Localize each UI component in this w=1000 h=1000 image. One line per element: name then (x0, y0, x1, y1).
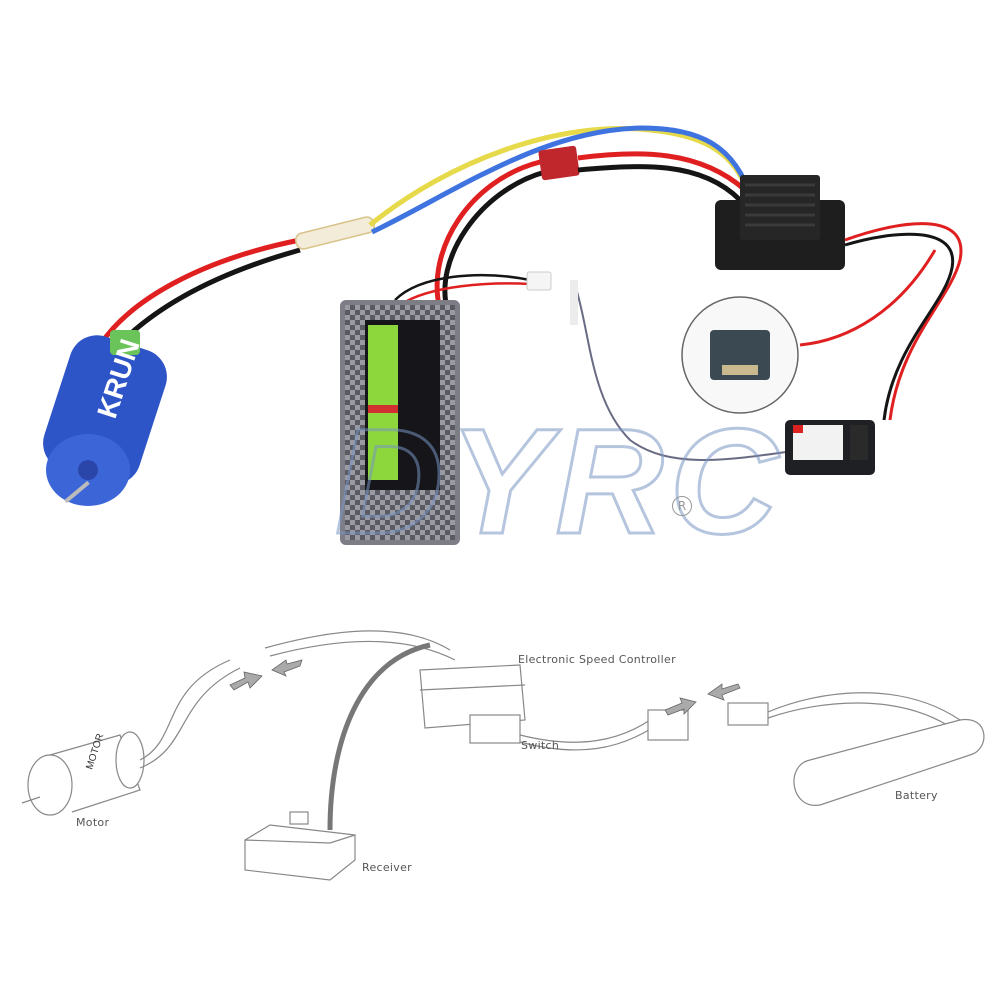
motor-photo: KRUN (43, 330, 167, 506)
label-battery: Battery (895, 789, 938, 802)
watermark-text: DYRC (333, 396, 785, 567)
receiver-photo (785, 420, 875, 475)
label-motor: Motor (76, 816, 110, 829)
registered-mark-icon: R (672, 496, 692, 516)
esc-photo (715, 175, 845, 270)
label-switch: Switch (521, 739, 560, 752)
t-connector (538, 145, 580, 181)
label-receiver: Receiver (362, 861, 412, 874)
battery-photo (340, 300, 460, 545)
label-esc: Electronic Speed Controller (518, 653, 676, 666)
